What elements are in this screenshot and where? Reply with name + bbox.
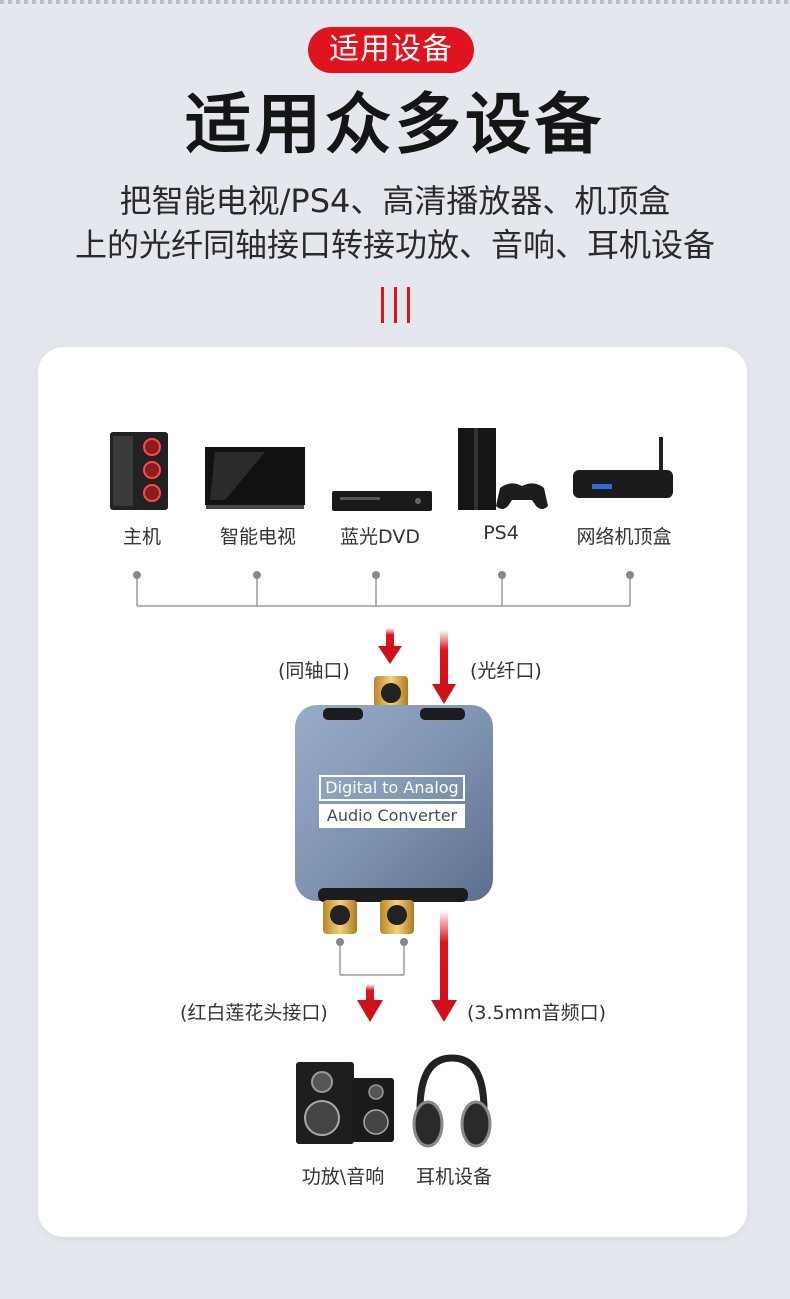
ps4-console-icon xyxy=(458,428,548,510)
source-label-settopbox: 网络机顶盒 xyxy=(576,526,672,548)
speakers-icon xyxy=(296,1062,394,1144)
coaxial-input-label: (同轴口) xyxy=(278,660,350,682)
jack-output-label: (3.5mm音频口) xyxy=(467,1002,607,1024)
subtitle-line-2: 上的光纤同轴接口转接功放、音响、耳机设备 xyxy=(74,226,715,264)
pc-tower-icon xyxy=(110,432,168,510)
headphones-icon xyxy=(412,1054,492,1148)
converter-label-line2: Audio Converter xyxy=(319,804,465,828)
source-bus-line xyxy=(136,575,631,607)
section-badge: 适用设备 xyxy=(308,27,474,73)
optical-arrow-icon xyxy=(432,630,456,704)
page-title: 适用众多设备 xyxy=(185,86,605,163)
source-label-dvd: 蓝光DVD xyxy=(340,526,420,548)
subtitle-line-1: 把智能电视/PS4、高清播放器、机顶盒 xyxy=(119,182,671,220)
converter-device xyxy=(295,676,493,934)
rca-arrow-icon xyxy=(357,984,383,1022)
optical-input-label: (光纤口) xyxy=(470,660,542,682)
target-label-speakers: 功放\音响 xyxy=(301,1166,385,1188)
source-label-tv: 智能电视 xyxy=(219,526,296,548)
dvd-player-icon xyxy=(332,491,432,511)
target-label-headphones: 耳机设备 xyxy=(415,1166,492,1188)
divider-bars-icon xyxy=(378,287,414,323)
rca-output-line xyxy=(339,942,405,976)
coaxial-arrow-icon xyxy=(378,628,402,664)
tv-icon xyxy=(205,447,305,509)
set-top-box-icon xyxy=(573,437,673,498)
source-label-pc: 主机 xyxy=(122,526,161,548)
jack-arrow-icon xyxy=(431,910,457,1022)
rca-output-label: (红白莲花头接口) xyxy=(180,1002,328,1024)
top-dashed-line xyxy=(0,0,790,4)
converter-label-line1: Digital to Analog xyxy=(319,775,465,801)
source-label-ps4: PS4 xyxy=(483,522,519,544)
